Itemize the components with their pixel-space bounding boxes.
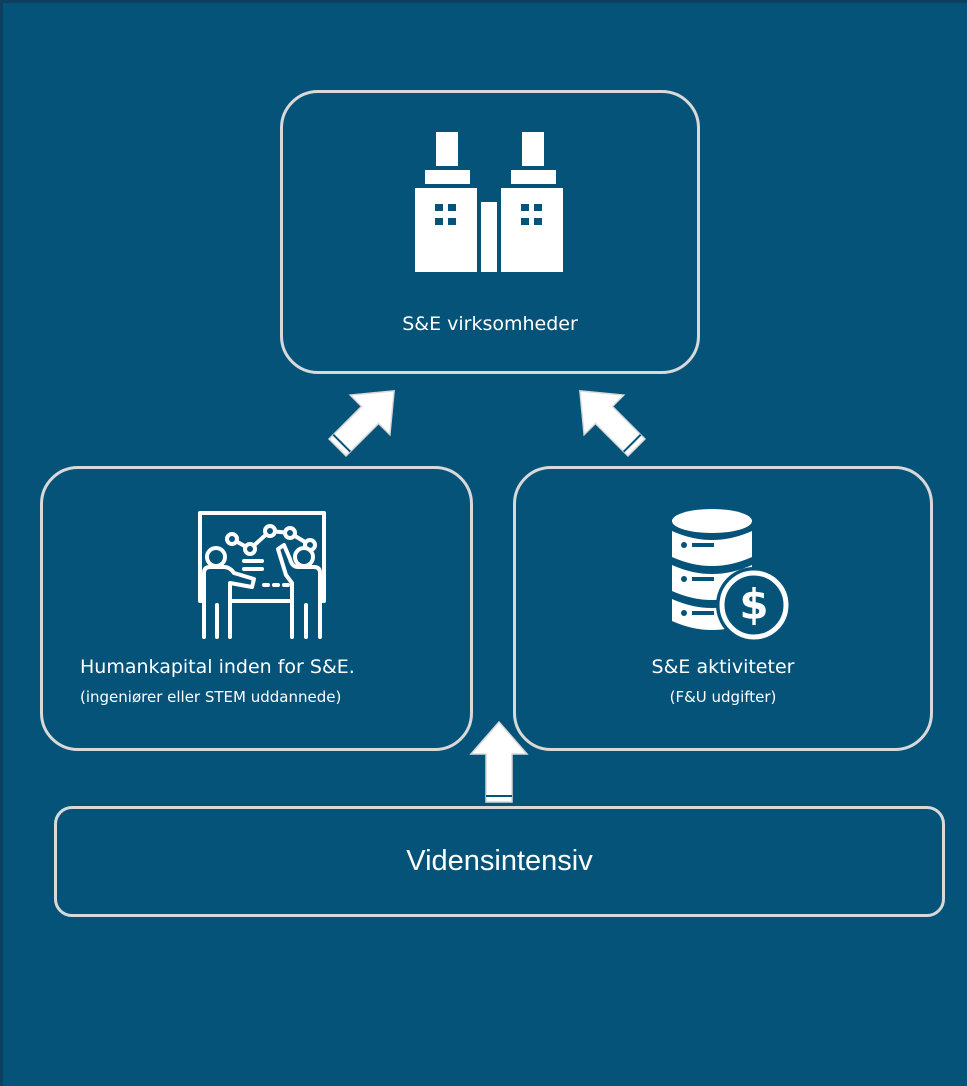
bottom-box: Vidensintensiv (54, 806, 945, 917)
left-box-sublabel: (ingeniører eller STEM uddannede) (80, 688, 342, 706)
bottom-to-right-arrow-icon (469, 720, 529, 803)
right-box: $ S&E aktiviteter (F&U udgifter) (513, 466, 933, 751)
left-to-top-arrow-icon (327, 390, 395, 458)
right-box-label: S&E aktiviteter (651, 656, 795, 678)
database-dollar-icon: $ (672, 509, 792, 643)
left-box: Humankapital inden for S&E. (ingeniører … (40, 466, 473, 751)
svg-text:$: $ (739, 580, 768, 629)
left-box-label: Humankapital inden for S&E. (80, 656, 355, 678)
top-box-label: S&E virksomheder (402, 313, 578, 335)
presentation-whiteboard-icon (198, 511, 326, 639)
top-box: S&E virksomheder (280, 90, 700, 374)
right-to-top-arrow-icon (579, 390, 647, 458)
right-box-sublabel: (F&U udgifter) (669, 688, 777, 706)
factory-buildings-icon (415, 132, 563, 272)
bottom-box-label: Vidensintensiv (406, 845, 593, 877)
